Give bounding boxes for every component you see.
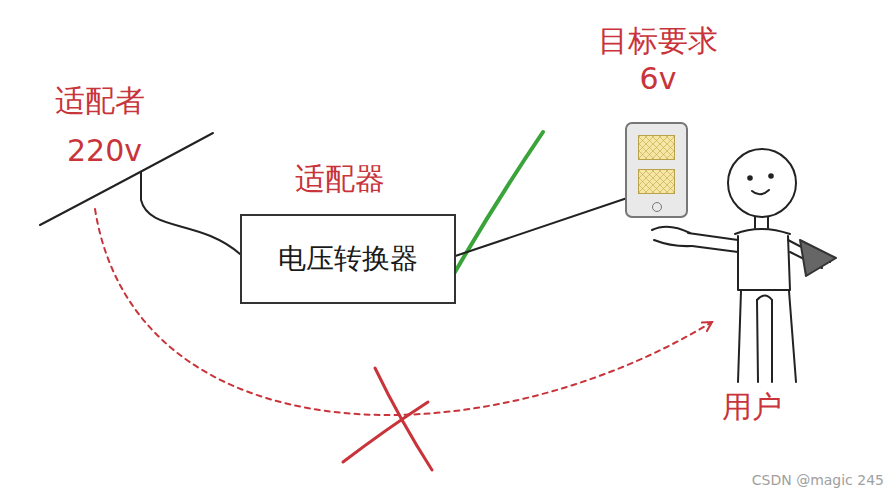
voltage-label: 220v [67,132,145,170]
converter-box: 电压转换器 [240,214,456,304]
user-label: 用户 [722,388,782,426]
component-heading: 适配器 [295,160,385,198]
adapter-node: 适配器电压转换器 [240,160,456,304]
adaptee-node: 适配者 220v [55,82,145,169]
box-label: 电压转换器 [278,240,418,278]
smile [752,190,769,194]
home-button [652,202,662,212]
direct-arrow [95,209,712,415]
screen-panel [638,135,675,160]
target-node: 目标要求6v [588,22,728,97]
user-node: 用户 [712,150,842,425]
voltage-label: 6v [588,60,728,98]
target-heading: 目标要求 [588,22,728,60]
phone-shape [625,122,688,218]
eye [769,174,773,178]
watermark: CSDN @magic 245 [752,472,884,488]
wire [141,172,240,254]
role-heading: 适配者 [55,82,145,120]
wire [456,199,625,256]
red-cross [343,368,432,470]
eye [748,176,752,180]
screen-panel [638,169,675,194]
